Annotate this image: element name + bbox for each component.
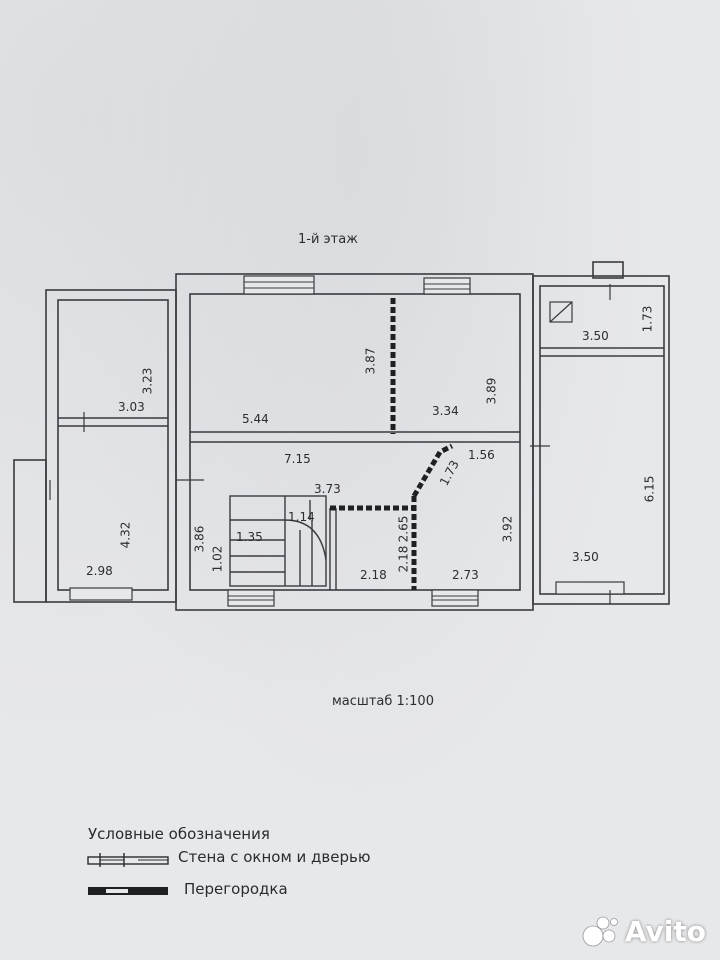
window-bottom-right (555, 581, 625, 595)
dim-label: 3.73 (314, 482, 341, 496)
dim-label: 5.44 (242, 412, 269, 426)
dim-label: 3.34 (432, 404, 459, 418)
dim-label: 3.03 (118, 400, 145, 414)
window-bottom-2 (431, 589, 479, 607)
chimney (592, 261, 624, 279)
dim-label: 1.02 (210, 545, 225, 573)
avito-watermark: Avito (581, 914, 706, 948)
legend-wall-symbol (87, 853, 169, 867)
legend-partition-symbol (88, 887, 168, 895)
window-top-2 (423, 277, 471, 295)
legend-title: Условные обозначения (88, 825, 270, 843)
stove-icon (549, 301, 573, 323)
dim-label: 3.89 (484, 377, 499, 405)
dim-label: 3.50 (582, 329, 609, 343)
dim-label: 2.65 (396, 515, 411, 543)
floor-title: 1-й этаж (298, 232, 358, 247)
stair-steps (230, 496, 327, 586)
avito-logo-icon (582, 916, 618, 947)
window-top-1 (243, 275, 315, 295)
dim-label: 7.15 (284, 452, 311, 466)
dim-label: 1.35 (236, 530, 263, 544)
dim-label: 1.56 (468, 448, 495, 462)
wall-left-wing (45, 289, 177, 603)
porch (13, 459, 47, 603)
dim-label: 3.86 (192, 525, 207, 553)
dim-label: 1.14 (288, 510, 315, 524)
window-bottom-left (69, 587, 133, 601)
staircase (229, 495, 327, 587)
dim-label: 3.23 (140, 367, 155, 395)
wall-right-wing (532, 275, 670, 605)
dim-label: 1.73 (640, 305, 655, 333)
wall-left-wing-inner (57, 299, 169, 591)
dim-label: 2.18 (360, 568, 387, 582)
dim-label: 3.50 (572, 550, 599, 564)
dim-label: 2.73 (452, 568, 479, 582)
dim-label: 4.32 (118, 521, 133, 549)
legend-partition-label: Перегородка (184, 880, 288, 898)
dim-label: 3.87 (363, 347, 378, 375)
dim-label: 2.18 (396, 545, 411, 573)
dim-label: 3.92 (500, 515, 515, 543)
watermark-text: Avito (624, 914, 706, 948)
dim-label: 2.98 (86, 564, 113, 578)
dim-label: 6.15 (642, 475, 657, 503)
legend-wall-label: Стена с окном и дверью (178, 848, 371, 866)
window-bottom-1 (227, 589, 275, 607)
scale-label: масштаб 1:100 (332, 694, 434, 709)
